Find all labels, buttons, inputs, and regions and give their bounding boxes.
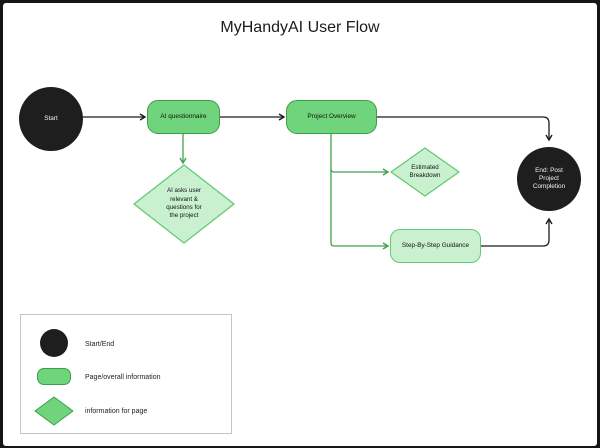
legend-item-page: Page/overall information: [21, 360, 231, 394]
estimated-breakdown-decision: Estimated Breakdown: [390, 147, 460, 197]
legend-diamond-swatch: [34, 396, 74, 426]
legend-item-info: information for page: [21, 394, 231, 428]
legend-pill-swatch: [37, 368, 71, 385]
diagram-canvas: MyHandyAI User Flow Start AI questionnai…: [3, 3, 597, 446]
ai-questionnaire-node: AI questionnaire: [147, 100, 220, 134]
edge-overview-to-guidance: [330, 169, 390, 250]
legend-label-page: Page/overall information: [85, 373, 161, 381]
end-label: End: Post Project Completion: [532, 166, 566, 191]
estimated-breakdown-label: Estimated Breakdown: [409, 163, 441, 179]
legend-label-start-end: Start/End: [85, 340, 115, 348]
edge-overview-to-breakdown: [330, 134, 390, 176]
step-by-step-node: Step-By-Step Guidance: [390, 229, 481, 263]
end-node: End: Post Project Completion: [517, 147, 581, 211]
connectors: [83, 113, 553, 250]
edge-overview-to-end: [377, 116, 553, 142]
start-label: Start: [44, 114, 58, 122]
ai-asks-decision: AI asks user relevant & questions for th…: [133, 164, 235, 244]
diagram-title: MyHandyAI User Flow: [220, 19, 380, 36]
step-by-step-label: Step-By-Step Guidance: [401, 241, 470, 249]
project-overview-label: Project Overview: [307, 112, 356, 120]
ai-questionnaire-label: AI questionnaire: [160, 112, 207, 120]
start-node: Start: [19, 87, 83, 151]
ai-asks-label: AI asks user relevant & questions for th…: [166, 187, 202, 220]
legend-item-start-end: Start/End: [21, 327, 231, 361]
estimated-breakdown-diamond-shape: [390, 147, 460, 197]
project-overview-node: Project Overview: [286, 100, 377, 134]
legend-circle-swatch: [40, 329, 68, 357]
edge-guidance-to-end: [481, 217, 553, 247]
ai-asks-diamond-shape: [133, 164, 235, 244]
legend-label-info: information for page: [85, 407, 148, 415]
legend: Start/End Page/overall information infor…: [20, 314, 232, 434]
